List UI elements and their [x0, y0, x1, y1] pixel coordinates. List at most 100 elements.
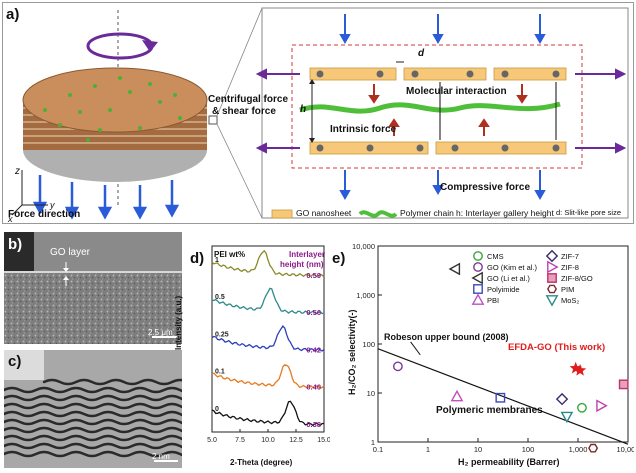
legend-polymer-swatch — [358, 210, 398, 218]
legend-label: MoS₂ — [561, 296, 579, 305]
disk-top — [22, 67, 208, 133]
legend-marker — [471, 271, 483, 285]
legend-marker — [547, 260, 559, 274]
legend-label: Polyimide — [487, 285, 520, 294]
legend-label: ZIF-7 — [561, 252, 579, 261]
legend-h-label: h: Interlayer gallery height — [456, 208, 554, 218]
polymer-chain-icon — [299, 101, 561, 114]
robeson-xtick-label: 100 — [522, 445, 535, 454]
axis-y-label: y — [50, 200, 55, 210]
robeson-point-zif-8 — [596, 399, 608, 413]
robeson-ytick-label: 10 — [367, 389, 375, 398]
panel-b-label: b) — [8, 236, 23, 253]
force-direction-label: Force direction — [8, 209, 81, 220]
axis-x-label: x — [8, 214, 13, 224]
robeson-point-zif-7 — [555, 392, 569, 406]
shear-label: & shear force — [212, 106, 276, 117]
xrd-height-label: 0.38 — [306, 420, 321, 429]
xrd-series-label: 0.1 — [215, 369, 225, 376]
panel-c-scale-label: 2 nm — [152, 452, 170, 461]
legend-marker — [545, 249, 559, 263]
upper-bound-label: Robeson upper bound (2008) — [384, 332, 509, 342]
legend-label: PBI — [487, 296, 499, 305]
xrd-xtick-label: 7.5 — [235, 437, 245, 444]
legend-polymer-label: Polymer chain — [400, 208, 454, 218]
robeson-xtick-label: 1 — [426, 445, 430, 454]
legend-marker — [545, 295, 559, 307]
xrd-series-label: 0 — [215, 406, 219, 413]
robeson-point-pbi — [450, 389, 464, 402]
robeson-point-pim — [588, 443, 599, 453]
robeson-ylabel: H₂/CO₂ selectivity(-) — [347, 309, 357, 395]
legend-marker — [473, 284, 483, 294]
axis-z-label: z — [15, 166, 20, 177]
xrd-series-label: 1 — [215, 257, 219, 264]
polymeric-membranes-label: Polymeric membranes — [436, 405, 543, 416]
panel-c-tem-image — [4, 350, 182, 468]
xrd-curve-0.25 — [211, 325, 325, 352]
axes-glyph — [11, 170, 48, 216]
height-header-label: height (nm) — [280, 260, 324, 269]
xrd-xlabel: 2-Theta (degree) — [230, 458, 293, 467]
legend-label: PIM — [561, 285, 574, 294]
robeson-point-go-kim-et-al- — [392, 361, 403, 372]
robeson-point-mos- — [560, 411, 574, 424]
robeson-ytick-label: 10,000 — [352, 242, 375, 251]
panel-a-illustration — [11, 7, 629, 220]
robeson-xtick-label: 10,000 — [617, 445, 634, 454]
legend-label: ZIF-8 — [561, 263, 579, 272]
xrd-height-label: 0.56 — [306, 308, 321, 317]
xrd-xtick-label: 12.5 — [289, 437, 303, 444]
centrifugal-label: Centrifugal force — [208, 94, 289, 105]
intrinsic-force-label: Intrinsic force — [330, 124, 397, 135]
rotation-arrow-icon — [86, 32, 154, 60]
h-label: h — [300, 104, 307, 115]
xrd-height-label: 0.40 — [306, 383, 321, 392]
xrd-height-label: 0.59 — [306, 271, 321, 280]
xrd-height-label: 0.42 — [306, 345, 321, 354]
go-layer-label: GO layer — [50, 247, 91, 258]
robeson-point-go-li-et-al- — [448, 262, 461, 276]
xrd-xtick-label: 10.0 — [261, 437, 275, 444]
robeson-point-polyimide — [495, 392, 506, 403]
xrd-series-label: 0.25 — [215, 331, 229, 338]
xrd-xtick-label: 15.0 — [317, 437, 330, 444]
compressive-force-label: Compressive force — [440, 182, 531, 193]
interlayer-header-label: Interlayer — [289, 250, 326, 259]
robeson-xtick-label: 0.1 — [373, 445, 383, 454]
xrd-curve-0.5 — [211, 287, 325, 315]
panel-b-sem-image — [4, 232, 182, 344]
legend-marker — [473, 262, 483, 272]
legend-go-swatch — [271, 209, 293, 219]
legend-d-label: d: Slit-like pore size — [556, 208, 622, 217]
robeson-xtick-label: 1,000 — [569, 445, 588, 454]
robeson-point-efda-go-this-work- — [573, 363, 587, 376]
robeson-ytick-label: 1,000 — [356, 291, 375, 300]
robeson-xlabel: H₂ permeability (Barrer) — [458, 457, 560, 467]
panel-d-xrd-chart: 5.0 7.5 10.0 12.5 15.0 1 0.59 0.5 0.56 0.25 0.42 0… — [207, 245, 330, 444]
legend-label: GO (Kim et al.) — [487, 263, 538, 272]
robeson-upper-bound-line — [377, 348, 629, 445]
xrd-curve-1 — [211, 249, 325, 278]
xrd-series-label: 0.5 — [215, 294, 225, 301]
legend-label: CMS — [487, 252, 504, 261]
robeson-point-cms — [577, 402, 587, 413]
molecular-interaction-label: Molecular interaction — [406, 86, 507, 97]
robeson-ytick-label: 1 — [371, 438, 375, 447]
legend-label: GO (Li et al.) — [487, 274, 530, 283]
xrd-xtick-label: 5.0 — [207, 437, 217, 444]
robeson-xtick-label: 10 — [474, 445, 482, 454]
legend-marker — [547, 273, 557, 283]
robeson-point-zif-8-go — [618, 379, 629, 390]
panel-e-label: e) — [332, 250, 346, 267]
robeson-ytick-label: 100 — [362, 340, 375, 349]
legend-go-label: GO nanosheet — [296, 208, 352, 218]
this-work-label: EFDA-GO (This work) — [508, 342, 606, 353]
panel-d-label: d) — [190, 250, 205, 267]
xrd-ylabel: Intensity (a.u.) — [174, 295, 183, 350]
pei-header-label: PEI wt% — [214, 250, 246, 259]
legend-marker — [471, 293, 485, 305]
xrd-curve-0 — [211, 400, 325, 427]
upper-bound-pointer — [410, 341, 421, 356]
panel-a-frame — [2, 2, 634, 224]
